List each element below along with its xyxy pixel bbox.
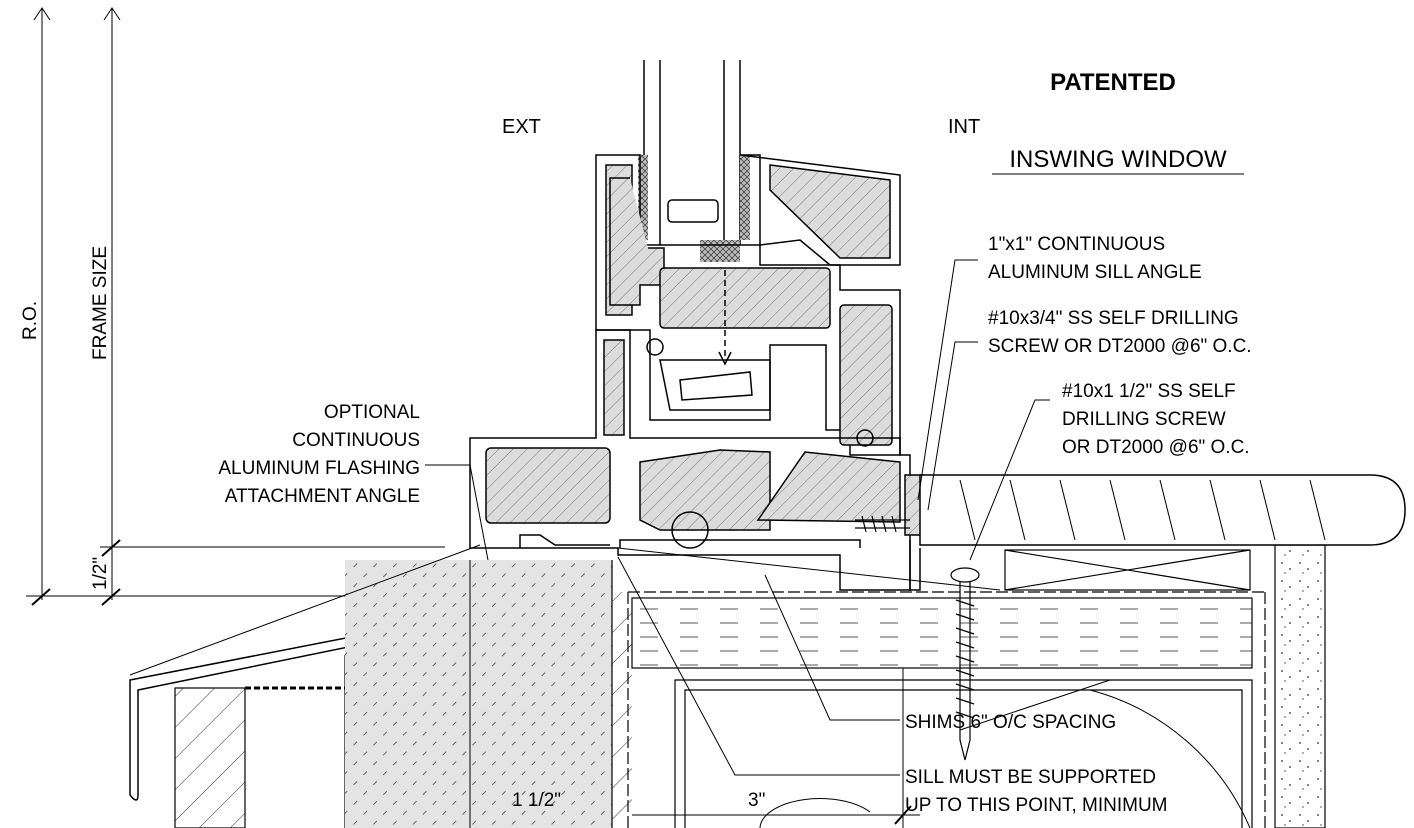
interior-label: INT: [948, 116, 980, 138]
exterior-label: EXT: [502, 116, 541, 138]
callout-sill-angle-line2: ALUMINUM SILL ANGLE: [988, 262, 1202, 283]
callout-screw-long-line1: #10x1 1/2" SS SELF: [1062, 381, 1236, 402]
screws: [855, 515, 980, 761]
frame-profile: [469, 329, 924, 591]
dimension-lines: [26, 7, 470, 606]
drawing-title: PATENTED: [1050, 69, 1176, 96]
callout-flashing-line3: ALUMINUM FLASHING: [218, 458, 420, 479]
dim-frame-size: FRAME SIZE: [90, 246, 111, 360]
callout-screw-long-line2: DRILLING SCREW: [1062, 409, 1226, 430]
callout-support-line1: SILL MUST BE SUPPORTED: [905, 767, 1156, 788]
callout-flashing-line2: CONTINUOUS: [292, 430, 420, 451]
leader-lines: [129, 259, 1111, 776]
callout-shims: SHIMS 6" O/C SPACING: [905, 712, 1116, 733]
callout-screw-long-line3: OR DT2000 @6" O.C.: [1062, 437, 1250, 458]
interior-sill-board: [909, 474, 1406, 591]
dim-rough-opening: R.O.: [20, 301, 41, 340]
dim-right-width: 3": [748, 790, 765, 811]
dim-left-width: 1 1/2": [512, 790, 561, 811]
sash-profile: [595, 154, 901, 456]
wall-section: [174, 544, 1326, 828]
drawing-subtitle: INSWING WINDOW: [1009, 146, 1227, 173]
callout-flashing-line1: OPTIONAL: [324, 402, 420, 423]
callout-flashing-line4: ATTACHMENT ANGLE: [225, 486, 420, 507]
callout-screw-short-line1: #10x3/4" SS SELF DRILLING: [988, 308, 1239, 329]
swing-arc-lower: [759, 798, 871, 828]
glazing: [638, 60, 750, 262]
callout-screw-short-line2: SCREW OR DT2000 @6" O.C.: [988, 336, 1252, 357]
shim-lines: [469, 547, 1001, 828]
dim-offset: 1/2": [90, 557, 111, 590]
callout-sill-angle-line1: 1"x1" CONTINUOUS: [988, 234, 1165, 255]
callout-support-line2: UP TO THIS POINT, MINIMUM: [905, 795, 1168, 816]
swing-arc: [1089, 689, 1251, 828]
